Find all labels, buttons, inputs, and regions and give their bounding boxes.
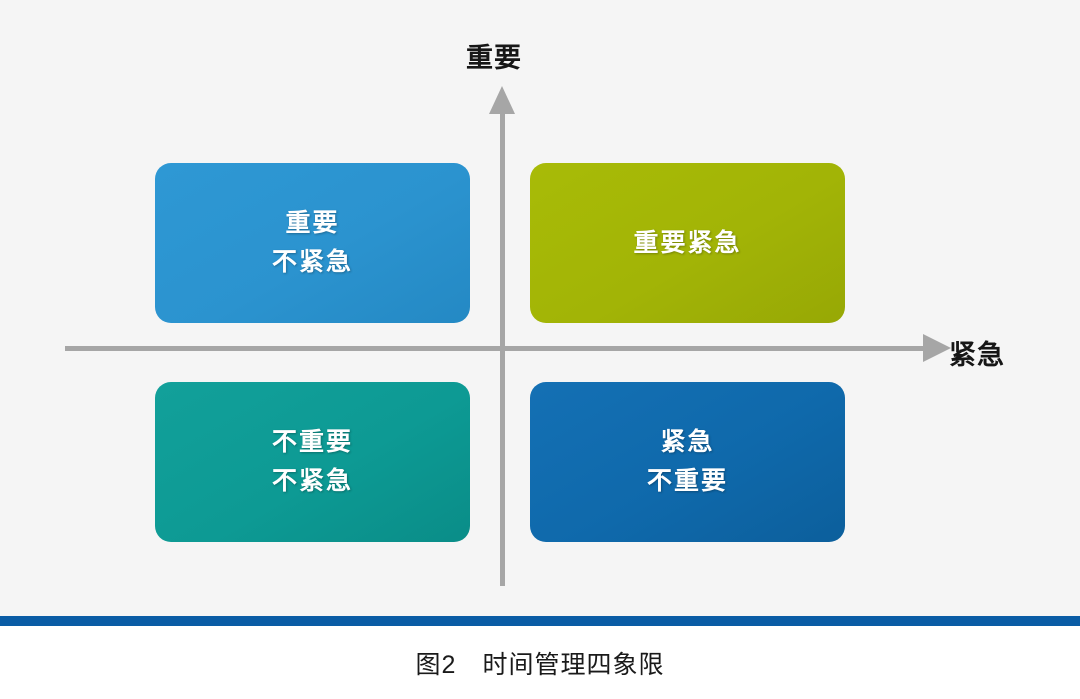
figure-caption: 图2 时间管理四象限 [415, 650, 665, 679]
quadrant-label-line: 重要紧急 [633, 228, 742, 257]
arrow-right-icon [923, 334, 951, 362]
quadrant-label-line: 不重要 [271, 428, 353, 457]
arrow-up-icon [489, 86, 515, 114]
urgent-axis-line [65, 346, 930, 351]
quadrant-label-line: 不紧急 [271, 248, 353, 276]
quadrant-urgent-not-important[interactable]: 紧急 不重要 [530, 382, 854, 545]
important-axis-label: 重要 [466, 43, 522, 73]
important-axis-line [500, 108, 505, 586]
quadrant-label-line: 不紧急 [271, 467, 353, 495]
quadrant-important-urgent[interactable]: 重要紧急 [530, 163, 854, 326]
quadrant-label-line: 紧急 [660, 428, 715, 457]
quadrant-important-not-urgent[interactable]: 重要 不紧急 [155, 163, 479, 326]
quadrant-label-line: 不重要 [646, 467, 728, 495]
section-divider-bar [0, 616, 1080, 626]
figure-canvas: 重要 紧急 重要 不紧急 重要紧急 不重要 不紧急 紧急 不重要 [65, 43, 1005, 586]
urgent-axis-label: 紧急 [949, 340, 1005, 370]
caption-area: 图2 时间管理四象限 [0, 626, 1080, 699]
quadrant-not-important-not-urgent[interactable]: 不重要 不紧急 [155, 382, 479, 545]
quadrant-label-line: 重要 [285, 209, 340, 238]
